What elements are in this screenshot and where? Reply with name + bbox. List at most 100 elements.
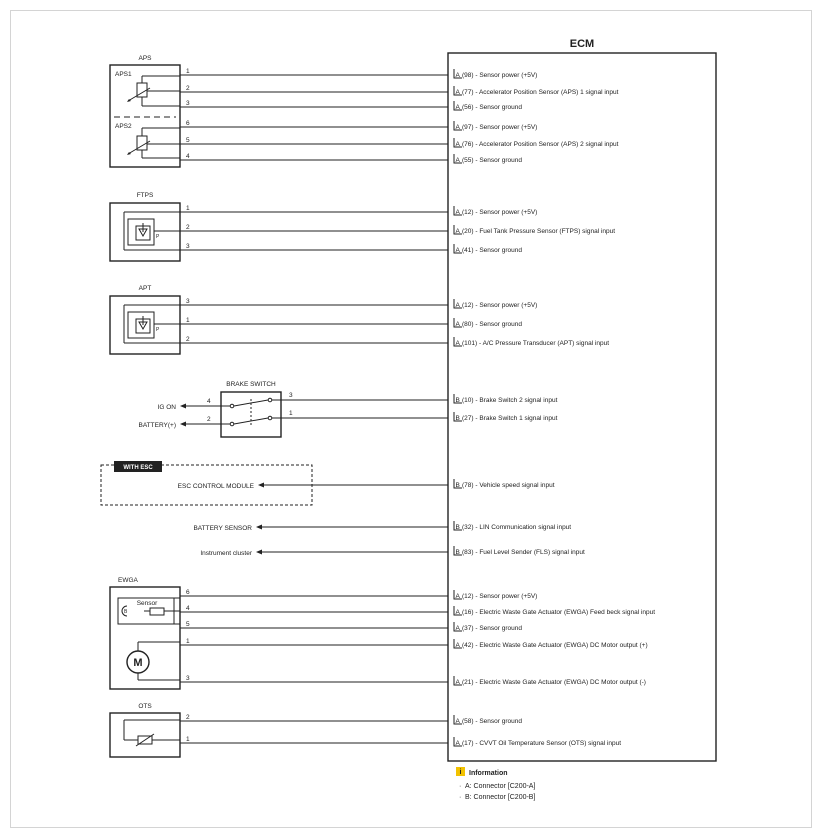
ftps-label: FTPS: [137, 192, 154, 199]
brake-switch-pin-number: 4: [207, 398, 211, 405]
battery-sensor-arrow-icon: [256, 524, 262, 530]
apt-pin-number: 1: [186, 317, 190, 324]
connector-letter: A: [456, 642, 461, 649]
apt-pressure-sensor-icon: P: [123, 304, 180, 344]
connector-letter: A: [456, 593, 461, 600]
connector-tag-icon: [453, 676, 462, 686]
ots-label: OTS: [138, 703, 152, 710]
connector-tag-icon: [453, 206, 462, 216]
connector-tag-icon: [453, 546, 462, 556]
instrument-cluster-arrow-icon: [256, 549, 262, 555]
apt-pin-number: 2: [186, 336, 190, 343]
info-title: Information: [469, 770, 508, 777]
ewga-label: EWGA: [118, 577, 139, 584]
info-icon: [456, 767, 465, 776]
ewga-motor-icon: [126, 641, 180, 681]
ecm-box: [447, 52, 717, 762]
ecm-title: ECM: [570, 38, 594, 50]
ftps-pressure-sensor-icon: P: [123, 211, 180, 251]
brake-switch-pin-number: 1: [289, 410, 293, 417]
instrument-cluster-label: Instrument cluster: [200, 550, 252, 557]
ewga-pin-number: 6: [186, 589, 190, 596]
aps-pin-number: 1: [186, 68, 190, 75]
ewga-box: [109, 586, 181, 690]
ewga-sensor-icon: B: [117, 597, 180, 625]
esc-module-label: ESC CONTROL MODULE: [178, 483, 255, 490]
connector-tag-icon: [453, 101, 462, 111]
connector-tag-icon: [453, 394, 462, 404]
aps-box: [109, 64, 181, 168]
ecm-signal-label: (12) - Sensor power (+5V): [462, 302, 537, 309]
ecm-signal-label: (98) - Sensor power (+5V): [462, 72, 537, 79]
connector-tag-icon: [453, 138, 462, 148]
connector-tag-icon: [453, 479, 462, 489]
diagram-frame: [10, 10, 812, 828]
connector-tag-icon: [453, 299, 462, 309]
connector-letter: A: [456, 321, 461, 328]
ecm-signal-label: (58) - Sensor ground: [462, 718, 522, 725]
brake-switch-contacts-icon: [180, 397, 448, 427]
aps-pin-number: 2: [186, 85, 190, 92]
connector-letter: A: [456, 124, 461, 131]
connector-tag-icon: [453, 590, 462, 600]
ecm-signal-label: (10) - Brake Switch 2 signal input: [462, 397, 558, 404]
connector-letter: B: [456, 397, 460, 404]
connector-letter: A: [456, 625, 461, 632]
svg-text:B: B: [124, 609, 128, 615]
connector-letter: A: [456, 89, 461, 96]
aps1-label: APS1: [115, 71, 132, 78]
connector-tag-icon: [453, 225, 462, 235]
apt-label: APT: [139, 285, 152, 292]
connector-letter: A: [456, 679, 461, 686]
connector-letter: A: [456, 302, 461, 309]
connector-letter: B: [456, 482, 460, 489]
connector-tag-icon: [453, 86, 462, 96]
connector-letter: A: [456, 740, 461, 747]
aps2-label: APS2: [115, 123, 132, 130]
aps-pin-number: 6: [186, 120, 190, 127]
ecm-signal-label: (101) - A/C Pressure Transducer (APT) si…: [462, 340, 609, 347]
with-esc-badge: [114, 461, 162, 472]
connector-letter: A: [456, 340, 461, 347]
brake-switch-pin-number: 2: [207, 416, 211, 423]
info-bullet-2: ·: [459, 794, 461, 801]
connector-letter: A: [456, 141, 461, 148]
ecm-signal-label: (16) - Electric Waste Gate Actuator (EWG…: [462, 609, 655, 616]
ecm-signal-label: (20) - Fuel Tank Pressure Sensor (FTPS) …: [462, 228, 615, 235]
connector-letter: A: [456, 718, 461, 725]
ecm-signal-label: (78) - Vehicle speed signal input: [462, 482, 555, 489]
ecm-signal-label: (42) - Electric Waste Gate Actuator (EWG…: [462, 642, 648, 649]
aps-pin-number: 4: [186, 153, 190, 160]
ecm-signal-label: (27) - Brake Switch 1 signal input: [462, 415, 558, 422]
battery-sensor-label: BATTERY SENSOR: [193, 525, 252, 532]
connector-tag-icon: [453, 154, 462, 164]
ewga-pin-number: 5: [186, 621, 190, 628]
info-item-a: A: Connector [C200-A]: [465, 783, 535, 790]
aps-label: APS: [138, 55, 152, 62]
svg-text:P: P: [156, 234, 160, 240]
with-esc-text: WITH ESC: [123, 465, 153, 471]
aps2-potentiometer-icon: [127, 127, 180, 159]
svg-text:P: P: [156, 327, 160, 333]
ewga-pin-number: 1: [186, 638, 190, 645]
ewga-pin-number: 3: [186, 675, 190, 682]
info-bullet-1: ·: [459, 783, 461, 790]
connector-tag-icon: [453, 318, 462, 328]
ecm-signal-label: (97) - Sensor power (+5V): [462, 124, 537, 131]
connector-tag-icon: [453, 606, 462, 616]
connector-letter: B: [456, 549, 460, 556]
ecm-signal-label: (77) - Accelerator Position Sensor (APS)…: [462, 89, 619, 96]
brake-switch-label: BRAKE SWITCH: [226, 381, 276, 388]
ecm-signal-label: (76) - Accelerator Position Sensor (APS)…: [462, 141, 619, 148]
connector-tag-icon: [453, 622, 462, 632]
connector-letter: A: [456, 609, 461, 616]
ftps-pin-number: 1: [186, 205, 190, 212]
ftps-pin-number: 3: [186, 243, 190, 250]
aps-pin-number: 5: [186, 137, 190, 144]
connector-tag-icon: [453, 69, 462, 79]
connector-letter: A: [456, 157, 461, 164]
connector-tag-icon: [453, 244, 462, 254]
svg-text:i: i: [460, 769, 462, 776]
